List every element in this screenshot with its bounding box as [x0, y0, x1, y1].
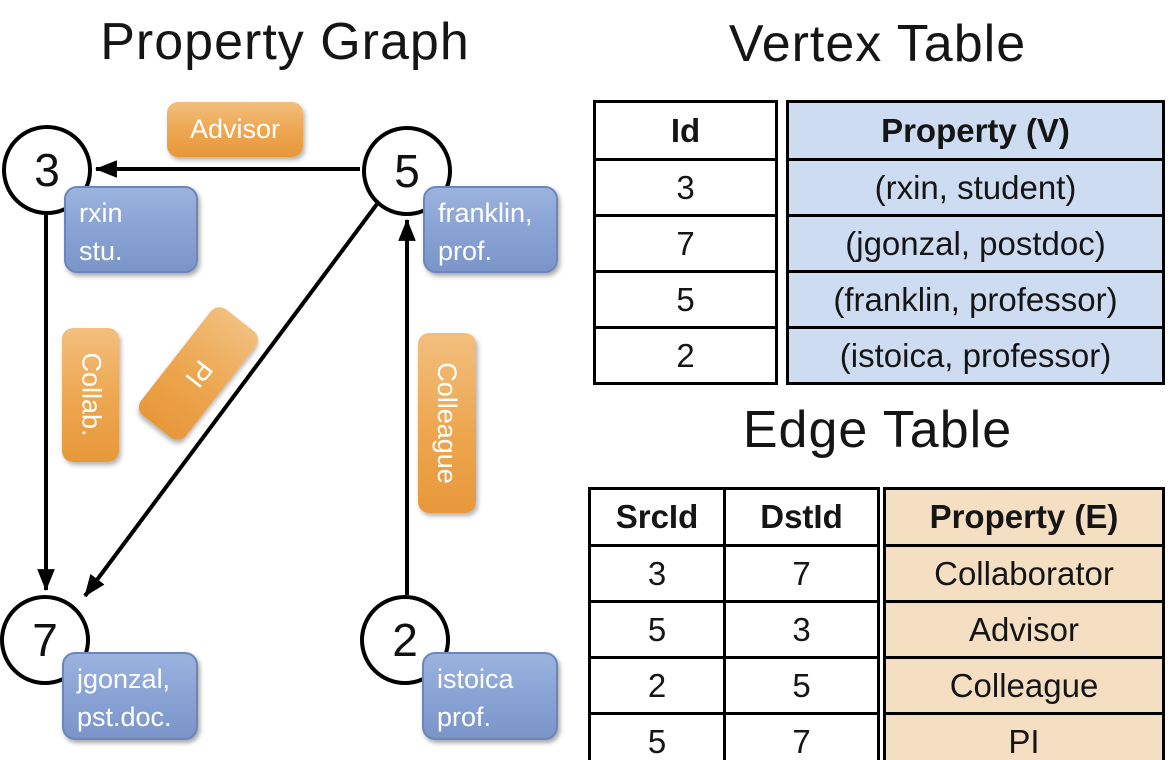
graph-edges-layer [37, 160, 416, 598]
vertex-property-box-3-line2: stu. [79, 236, 123, 266]
vertex-table-id-cell: 3 [593, 158, 778, 217]
edge-label-collab: Collab. [62, 328, 119, 462]
vertex-property-box-5-line2: prof. [438, 236, 493, 266]
vertex-table-id-cell: 5 [593, 270, 778, 329]
vertex-property-box-7-line2: pst.doc. [77, 702, 172, 732]
edge-table-property-column: Property (E) Collaborator Advisor Collea… [883, 487, 1165, 760]
edge-table-property-cell: Collaborator [883, 544, 1165, 603]
vertex-property-box-2-line1: istoica [437, 664, 514, 694]
edge-label-colleague: Colleague [418, 333, 476, 513]
edge-label-collab-text: Collab. [76, 352, 107, 437]
vertex-table-id-column: Id 3 7 5 2 [593, 100, 778, 385]
vertex-property-box-5-line1: franklin, [438, 198, 533, 228]
edge-table-dst-cell: 3 [723, 600, 880, 659]
edge-label-advisor: Advisor [167, 102, 303, 157]
vertex-property-box-2-line2: prof. [437, 702, 492, 732]
edge-table-src-cell: 3 [588, 544, 726, 603]
edge-table-property-cell: PI [883, 712, 1165, 760]
vertex-node-2-id: 2 [392, 614, 418, 666]
edge-table-ids-columns: SrcId DstId 3 7 5 3 2 5 5 7 [588, 487, 880, 760]
vertex-table-property-cell: (franklin, professor) [786, 270, 1165, 329]
vertex-table-id-cell: 7 [593, 214, 778, 273]
vertex-node-7-id: 7 [32, 614, 58, 666]
edge-table-src-cell: 2 [588, 656, 726, 715]
edge-table-dst-cell: 7 [723, 544, 880, 603]
vertex-table-property-cell: (istoica, professor) [786, 326, 1165, 385]
edge-table-dst-cell: 7 [723, 712, 880, 760]
edge-table-src-cell: 5 [588, 600, 726, 659]
edge-table-title: Edge Table [742, 401, 1013, 459]
vertex-property-box-3-line1: rxin [79, 198, 123, 228]
edge-table-src-cell: 5 [588, 712, 726, 760]
edge-table-dst-cell: 5 [723, 656, 880, 715]
edge-pi-5-to-7 [83, 202, 379, 598]
vertex-table-property-header: Property (V) [786, 100, 1165, 161]
edge-table-property-cell: Advisor [883, 600, 1165, 659]
edge-table-property-header: Property (E) [883, 487, 1165, 547]
vertex-table-property-column: Property (V) (rxin, student) (jgonzal, p… [786, 100, 1165, 385]
edge-label-colleague-text: Colleague [432, 362, 462, 484]
edge-label-advisor-text: Advisor [189, 114, 281, 144]
vertex-table-property-cell: (rxin, student) [786, 158, 1165, 217]
vertex-node-3-id: 3 [34, 144, 60, 196]
vertex-property-box-3: rxin stu. [64, 186, 198, 273]
vertex-property-box-5: franklin, prof. [423, 186, 558, 273]
vertex-property-box-7: jgonzal, pst.doc. [62, 652, 198, 740]
edge-table-dst-header: DstId [723, 487, 880, 547]
vertex-property-box-2: istoica prof. [422, 652, 558, 740]
vertex-table-title: Vertex Table [728, 15, 1027, 73]
vertex-node-5-id: 5 [394, 145, 420, 197]
vertex-table-id-header: Id [593, 100, 778, 161]
vertex-table-id-cell: 2 [593, 326, 778, 385]
vertex-node-2: 2 [360, 595, 450, 685]
vertex-node-5: 5 [362, 126, 452, 216]
vertex-table-property-cell: (jgonzal, postdoc) [786, 214, 1165, 273]
edge-table-property-cell: Colleague [883, 656, 1165, 715]
property-graph-title: Property Graph [100, 13, 470, 71]
vertex-property-box-7-line1: jgonzal, [77, 664, 171, 694]
edge-table-src-header: SrcId [588, 487, 726, 547]
